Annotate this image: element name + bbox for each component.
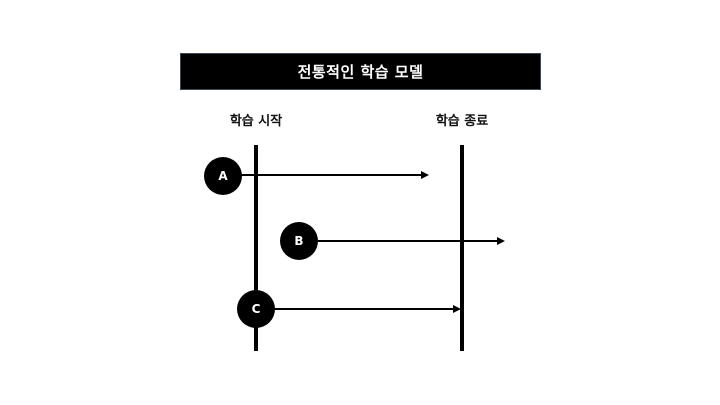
- end-line: [460, 145, 464, 351]
- arrow-b-line: [316, 240, 498, 242]
- node-c-label: C: [251, 302, 261, 316]
- label-learning-start: 학습 시작: [229, 114, 283, 129]
- node-a: A: [204, 157, 242, 195]
- label-learning-end: 학습 종료: [435, 114, 489, 129]
- diagram-title: 전통적인 학습 모델: [297, 63, 424, 81]
- node-c: C: [237, 290, 275, 328]
- node-b: B: [280, 222, 318, 260]
- arrow-c-head-icon: [453, 305, 461, 313]
- node-b-label: B: [294, 234, 304, 248]
- start-line: [254, 145, 258, 351]
- arrow-a-head-icon: [421, 171, 429, 179]
- arrow-a-line: [240, 174, 422, 176]
- arrow-c-line: [273, 308, 455, 310]
- title-banner: 전통적인 학습 모델: [180, 53, 541, 90]
- arrow-b-head-icon: [497, 237, 505, 245]
- node-a-label: A: [218, 169, 228, 183]
